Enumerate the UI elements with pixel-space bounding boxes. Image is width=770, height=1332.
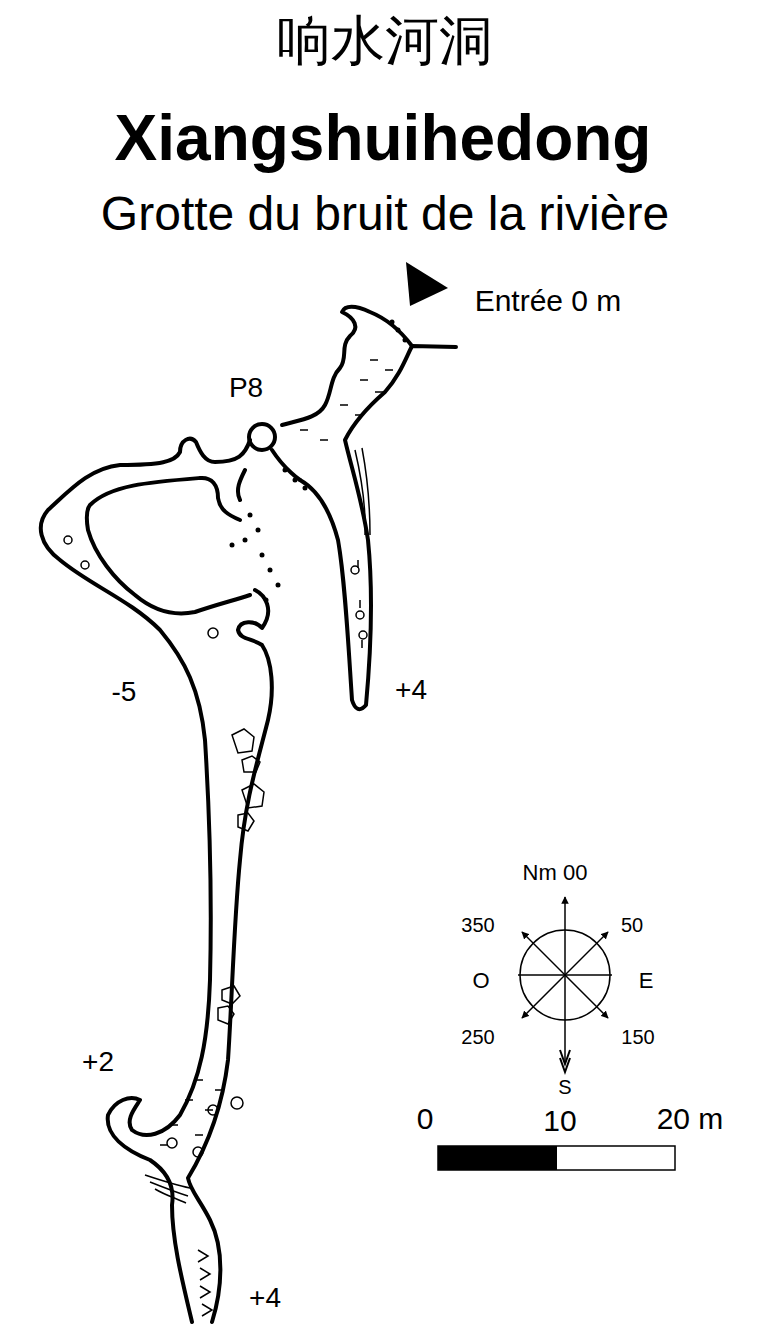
compass-label: 50 xyxy=(621,914,643,936)
compass-label: 350 xyxy=(461,914,494,936)
cave-name: Xiangshuihedong xyxy=(115,103,652,173)
gravel xyxy=(230,320,408,603)
depth-label: +4 xyxy=(249,1283,281,1314)
entrance-label: Entrée 0 m xyxy=(475,284,622,317)
scale-label: 10 xyxy=(543,1104,576,1137)
compass-label: 150 xyxy=(621,1026,654,1048)
depth-label: +2 xyxy=(82,1047,114,1078)
compass-label: 250 xyxy=(461,1026,494,1048)
chinese-name: 响水河洞 xyxy=(277,12,493,71)
scale-bar xyxy=(438,1146,675,1170)
compass-label: Nm 00 xyxy=(523,861,588,885)
compass-label: S xyxy=(558,1076,571,1098)
boulders xyxy=(64,536,367,1316)
compass-label: O xyxy=(472,969,489,993)
compass-rose xyxy=(518,897,612,1072)
scale-label: 0 xyxy=(417,1102,434,1135)
water-marks xyxy=(145,360,393,1203)
scale-label: 20 m xyxy=(657,1102,724,1135)
french-name: Grotte du bruit de la rivière xyxy=(101,188,669,241)
depth-label: +4 xyxy=(395,675,427,706)
cave-walls xyxy=(41,307,456,1322)
compass-label: E xyxy=(639,969,654,993)
entrance-marker xyxy=(406,262,448,306)
depth-label: -5 xyxy=(112,677,137,708)
shaft-label: P8 xyxy=(229,373,263,404)
